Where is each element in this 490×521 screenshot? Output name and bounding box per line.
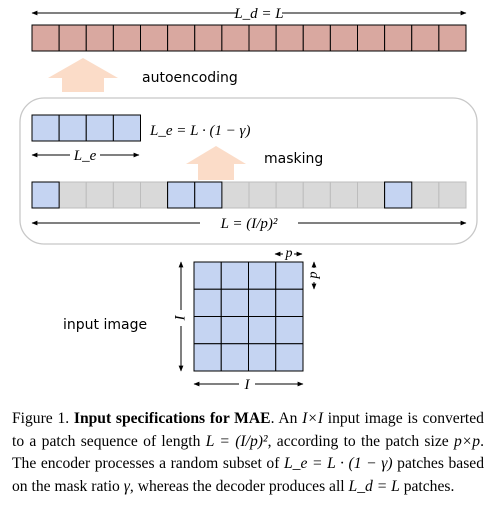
caption-math: I×I: [302, 410, 324, 427]
caption-title: Input specifications for MAE: [73, 410, 271, 427]
image-patch: [193, 343, 222, 372]
decoder-patch: [357, 24, 386, 52]
autoencoding-arrow: [48, 58, 118, 92]
image-patch: [275, 288, 304, 317]
caption-math: L_e = L · (1 − γ): [283, 455, 393, 473]
decoder-patch: [275, 24, 304, 52]
input-image-label: input image: [63, 317, 147, 333]
masked-patch: [112, 181, 141, 209]
encoder-length-label: L_e: [73, 148, 97, 164]
decoder-patch: [248, 24, 277, 52]
decoder-patch: [329, 24, 358, 52]
encoder-patch: [58, 114, 87, 142]
caption-text: patches.: [399, 477, 455, 495]
masked-patch: [140, 181, 169, 209]
visible-patch: [31, 181, 60, 209]
caption-math: L = (I/p)²: [205, 432, 268, 450]
decoder-patch: [58, 24, 87, 52]
decoder-patch: [194, 24, 223, 52]
input-image-grid: [193, 261, 304, 372]
caption-math: L_d = L: [348, 477, 400, 495]
decoder-patch: [384, 24, 413, 52]
decoder-patch: [31, 24, 60, 52]
image-width-label: I: [244, 377, 251, 393]
masked-patch: [58, 181, 87, 209]
image-patch: [193, 261, 222, 290]
figure-caption: Figure 1. Input specifications for MAE. …: [12, 408, 484, 498]
encoder-patch: [85, 114, 114, 142]
caption-text: . An: [270, 410, 303, 427]
caption-text: . The encoder processes a random subset …: [12, 432, 484, 473]
sequence-length-label: L = (I/p)²: [220, 216, 278, 232]
masked-patch: [248, 181, 277, 209]
caption-text: input image is converted to a patch sequ…: [12, 410, 484, 450]
encoder-length-formula: L_e = L · (1 − γ): [149, 123, 250, 139]
caption-text: , whereas the decoder produces all: [129, 477, 349, 495]
decoder-patch: [85, 24, 114, 52]
encoder-frame: [19, 97, 478, 245]
masked-patch: [438, 181, 467, 209]
masked-patch: [411, 181, 440, 209]
image-patch: [248, 261, 277, 290]
patch-height-label: p: [306, 272, 321, 280]
visible-patch: [167, 181, 196, 209]
masked-patch: [329, 181, 358, 209]
visible-patch: [194, 181, 223, 209]
masking-arrow: [186, 146, 246, 180]
image-patch: [275, 316, 304, 345]
decoder-patch: [302, 24, 331, 52]
image-patch: [220, 261, 249, 290]
caption-math: γ: [123, 477, 130, 495]
patch-sequence-row: [31, 181, 467, 209]
image-patch: [220, 288, 249, 317]
masked-patch: [357, 181, 386, 209]
decoder-patch: [221, 24, 250, 52]
decoder-patch: [167, 24, 196, 52]
patch-width-label: p: [285, 246, 293, 261]
encoder-patch-row: [31, 114, 141, 142]
caption-text: patches based on the mask ratio: [12, 455, 484, 495]
image-height-label: I: [172, 315, 188, 322]
mae-figure: L_d = L autoencoding L_e = L · (1 − γ) L…: [19, 6, 478, 393]
masked-patch: [221, 181, 250, 209]
image-patch: [275, 343, 304, 372]
caption-math: p×p: [453, 432, 481, 450]
image-patch: [248, 343, 277, 372]
image-patch: [220, 343, 249, 372]
decoder-patch: [411, 24, 440, 52]
caption-label: Figure 1.: [12, 410, 70, 427]
caption-text: , according to the patch size: [267, 432, 454, 450]
encoder-patch: [31, 114, 60, 142]
decoder-length-label: L_d = L: [233, 6, 283, 22]
decoder-patch: [140, 24, 169, 52]
masked-patch: [85, 181, 114, 209]
decoder-patch: [438, 24, 467, 52]
encoder-patch: [112, 114, 141, 142]
visible-patch: [384, 181, 413, 209]
masked-patch: [275, 181, 304, 209]
image-patch: [248, 316, 277, 345]
image-patch: [220, 316, 249, 345]
image-patch: [193, 316, 222, 345]
image-patch: [248, 288, 277, 317]
image-patch: [193, 288, 222, 317]
decoder-patch-row: [31, 24, 467, 52]
autoencoding-label: autoencoding: [142, 70, 238, 86]
decoder-patch: [112, 24, 141, 52]
masked-patch: [302, 181, 331, 209]
masking-label: masking: [264, 151, 323, 167]
image-patch: [275, 261, 304, 290]
